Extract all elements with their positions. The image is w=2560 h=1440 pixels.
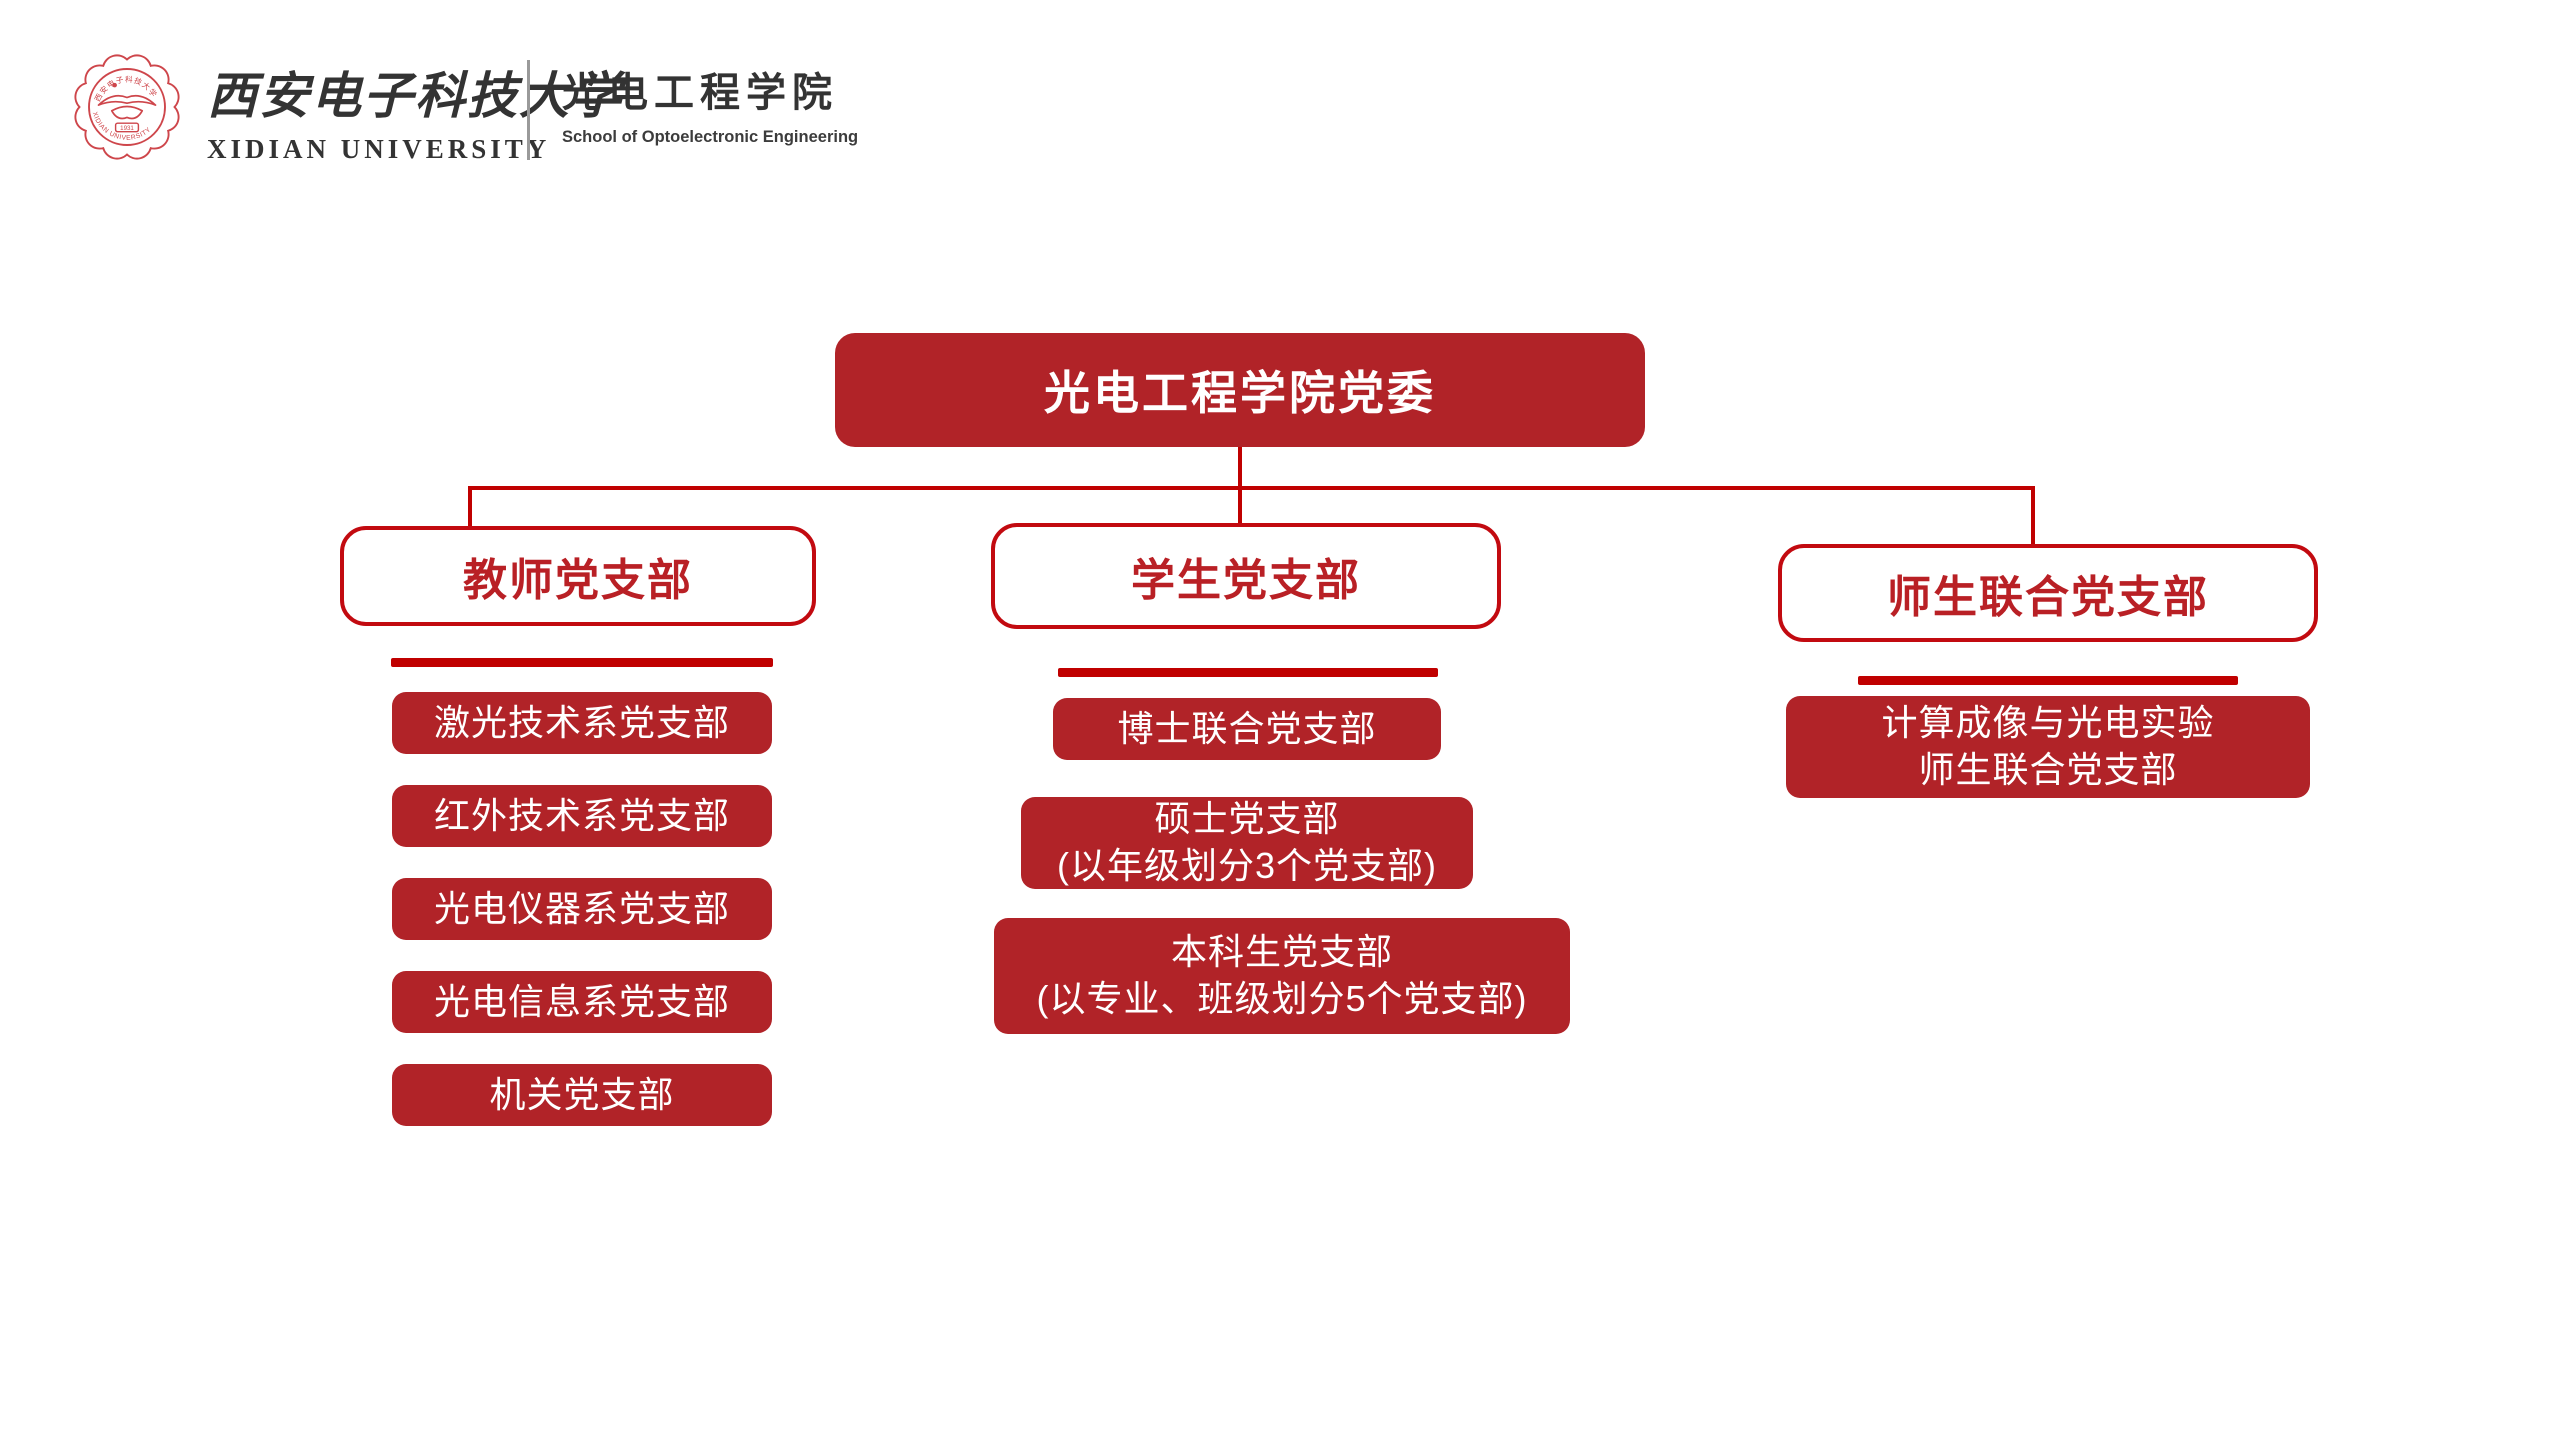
connector-branch-horizontal xyxy=(468,486,2035,490)
seal-inner-ring xyxy=(88,68,166,146)
header-divider xyxy=(527,60,530,160)
branch-joint-label: 师生联合党支部 xyxy=(1887,573,2209,622)
seal-bird-body xyxy=(110,105,144,120)
connector-stub-joint xyxy=(2031,486,2035,546)
connector-root-vertical xyxy=(1238,445,1242,490)
seal-year: 1931 xyxy=(120,125,134,132)
branch-students-label: 学生党支部 xyxy=(1131,556,1361,605)
school-name-block: 光电工程学院 School of Optoelectronic Engineer… xyxy=(562,60,858,147)
child-label: (以年级划分3个党支部) xyxy=(1057,845,1437,886)
connector-stub-teachers xyxy=(468,486,472,530)
branch-joint-box: 师生联合党支部 xyxy=(1778,544,2318,642)
seal-scalloped-ring xyxy=(74,54,180,160)
seal-bird-wings xyxy=(97,94,157,106)
branch-teachers-box: 教师党支部 xyxy=(340,526,816,626)
child-label: 博士联合党支部 xyxy=(1117,707,1377,749)
university-name-calligraphy: 西安电子科技大学 xyxy=(207,66,623,125)
root-box-label: 光电工程学院党委 xyxy=(1044,367,1436,419)
university-name-en: XIDIAN UNIVERSITY xyxy=(207,134,551,164)
org-child-box: 光电信息系党支部 xyxy=(392,971,772,1033)
branch-teachers-label: 教师党支部 xyxy=(463,556,693,605)
org-child-box: 机关党支部 xyxy=(392,1064,772,1126)
separator-joint xyxy=(1858,676,2238,685)
university-name-block: 西安电子科技大学 XIDIAN UNIVERSITY xyxy=(207,56,623,165)
org-child-box: 本科生党支部 (以专业、班级划分5个党支部) xyxy=(994,918,1570,1034)
org-child-box: 光电仪器系党支部 xyxy=(392,878,772,940)
separator-teachers xyxy=(391,658,773,667)
child-label: 光电仪器系党支部 xyxy=(433,887,730,929)
school-name-cn: 光电工程学院 xyxy=(562,71,838,115)
org-child-box: 激光技术系党支部 xyxy=(392,692,772,754)
child-label: 本科生党支部 xyxy=(1170,931,1393,973)
child-label: 光电信息系党支部 xyxy=(433,980,730,1022)
child-label: 师生联合党支部 xyxy=(1918,749,2178,790)
child-label: 机关党支部 xyxy=(489,1073,675,1115)
seal-year-banner xyxy=(114,122,140,133)
child-label: (以专业、班级划分5个党支部) xyxy=(1036,978,1528,1019)
root-box: 光电工程学院党委 xyxy=(835,333,1645,447)
org-child-box: 博士联合党支部 xyxy=(1053,698,1441,760)
child-label: 计算成像与光电实验 xyxy=(1881,702,2215,744)
separator-students xyxy=(1058,668,1438,677)
child-label: 激光技术系党支部 xyxy=(433,701,730,743)
seal-dot xyxy=(112,82,117,88)
org-child-box: 红外技术系党支部 xyxy=(392,785,772,847)
child-label: 红外技术系党支部 xyxy=(433,794,730,836)
org-child-box: 硕士党支部 (以年级划分3个党支部) xyxy=(1021,797,1473,889)
connector-stub-students xyxy=(1238,486,1242,526)
org-child-box: 计算成像与光电实验 师生联合党支部 xyxy=(1786,696,2310,798)
school-name-en: School of Optoelectronic Engineering xyxy=(562,128,859,146)
university-seal-icon: 西安电子科技大学 XIDIAN UNIVERSITY 1931 xyxy=(74,54,180,160)
branch-students-box: 学生党支部 xyxy=(991,523,1501,629)
child-label: 硕士党支部 xyxy=(1154,798,1340,840)
